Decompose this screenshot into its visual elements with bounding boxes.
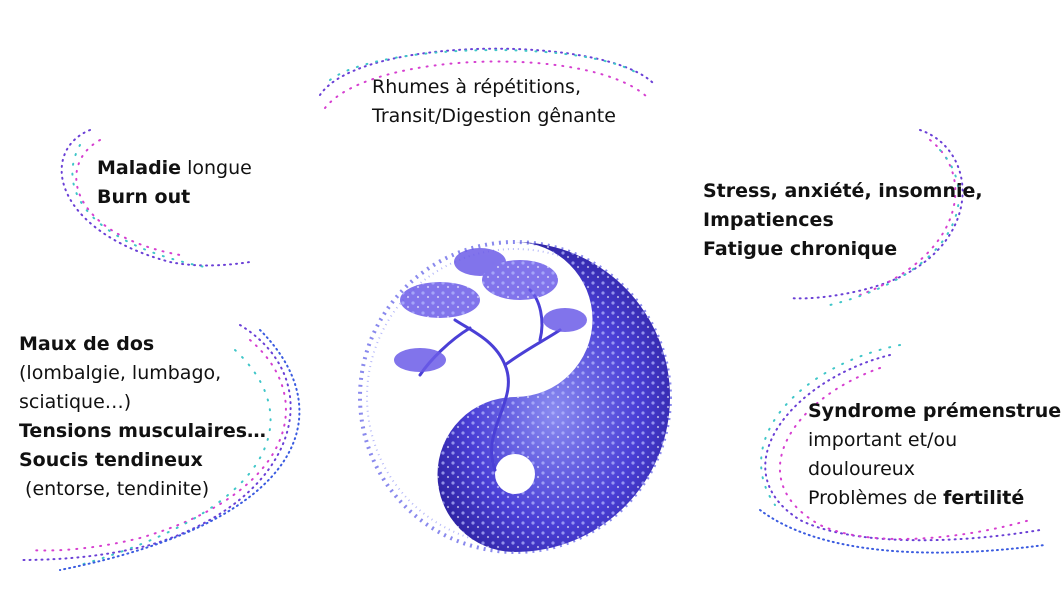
upper-left-line-2: Burn out (97, 186, 191, 208)
lower-left-line-1: Maux de dos (19, 333, 155, 355)
lower-left-line-6: (entorse, tendinite) (19, 478, 210, 500)
lower-right-line-1: Syndrome prémenstruel (808, 400, 1061, 422)
upper-right-line-3: Fatigue chronique (703, 238, 898, 260)
upper-left-line-1: Maladie longue (97, 157, 252, 179)
lower-left-line-4: Tensions musculaires… (19, 420, 267, 442)
top-line-2: Transit/Digestion gênante (372, 105, 616, 127)
upper-right-line-2: Impatiences (703, 209, 834, 231)
lower-left-symptoms: Maux de dos (lombalgie, lumbago, sciatiq… (19, 330, 266, 504)
upper-right-line-1: Stress, anxiété, insomnie, (703, 180, 983, 202)
top-symptoms: Rhumes à répétitions, Transit/Digestion … (372, 73, 616, 131)
upper-right-symptoms: Stress, anxiété, insomnie, Impatiences F… (703, 177, 983, 264)
upper-left-symptoms: Maladie longue Burn out (97, 154, 252, 212)
lower-right-line-3: douloureux (808, 458, 916, 480)
lower-right-line-4: Problèmes de fertilité (808, 487, 1025, 509)
lower-right-symptoms: Syndrome prémenstruel important et/ou do… (808, 397, 1061, 513)
lower-left-line-2: (lombalgie, lumbago, (19, 362, 222, 384)
top-line-1: Rhumes à répétitions, (372, 76, 581, 98)
lower-left-line-3: sciatique…) (19, 391, 132, 413)
lower-left-line-5: Soucis tendineux (19, 449, 203, 471)
lower-right-line-2: important et/ou (808, 429, 958, 451)
